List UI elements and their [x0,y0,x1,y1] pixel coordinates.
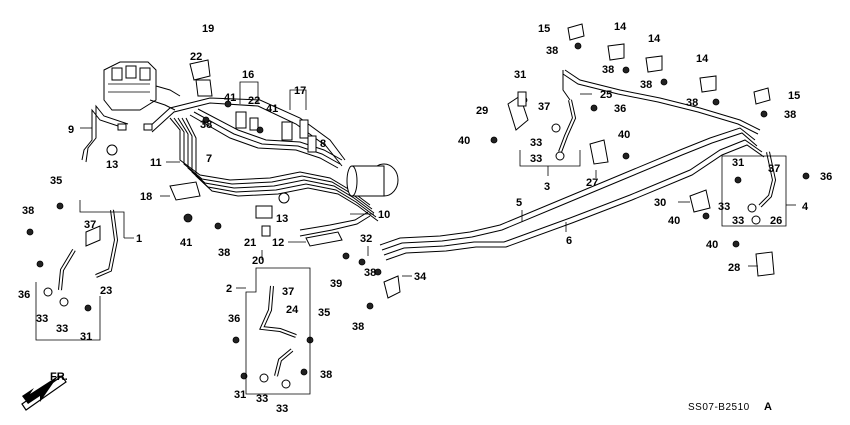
callout-22: 22 [248,95,260,107]
callout-40: 40 [706,239,718,251]
callout-31: 31 [80,331,92,343]
diagram-code-suffix: A [764,401,772,413]
callout-25: 25 [600,89,612,101]
callout-36: 36 [228,313,240,325]
callout-29: 29 [476,105,488,117]
callout-41: 41 [180,237,192,249]
callout-31: 31 [514,69,526,81]
callout-37: 37 [84,219,96,231]
callout-11: 11 [150,157,162,169]
callout-20: 20 [252,255,264,267]
callout-18: 18 [140,191,152,203]
callout-13: 13 [276,213,288,225]
master-cylinder [346,163,399,197]
callout-33: 33 [530,153,542,165]
callout-5: 5 [516,197,522,209]
front-direction-arrow: FR. [21,371,68,411]
callout-40: 40 [618,129,630,141]
callout-38: 38 [352,321,364,333]
callout-38: 38 [218,247,230,259]
callout-33: 33 [530,137,542,149]
callout-8: 8 [320,138,326,150]
callout-14: 14 [696,53,709,65]
callout-33: 33 [732,215,744,227]
callout-10: 10 [378,209,390,221]
diagram-code-text: SS07-B2510 [688,402,750,413]
abs-modulator-unit [103,61,181,111]
rear-right-hose-assembly [689,151,810,277]
callout-19: 19 [202,23,214,35]
callout-16: 16 [242,69,254,81]
callout-31: 31 [732,157,744,169]
callout-38: 38 [784,109,796,121]
callout-22: 22 [190,51,202,63]
pipe-9 [81,104,153,163]
callout-38: 38 [22,205,34,217]
diagram-code: SS07-B2510 A [688,401,772,413]
callout-36: 36 [18,289,30,301]
callout-38: 38 [200,119,212,131]
callout-4: 4 [802,201,809,213]
callout-14: 14 [614,21,627,33]
callout-38: 38 [320,369,332,381]
callout-15: 15 [788,90,800,102]
pipe-bundle-front [147,97,379,237]
callout-9: 9 [68,124,74,136]
callout-37: 37 [768,163,780,175]
pipe-rear-long [379,69,765,261]
front-right-hose-assembly [232,285,314,389]
callout-28: 28 [728,262,740,274]
callout-1: 1 [136,233,142,245]
callout-38: 38 [686,97,698,109]
callout-23: 23 [100,285,112,297]
clamps-and-fasteners [106,23,771,310]
callout-38: 38 [602,64,614,76]
callout-12: 12 [272,237,284,249]
callout-27: 27 [586,177,598,189]
callout-33: 33 [256,393,268,405]
callout-34: 34 [414,271,427,283]
rear-left-hose-assembly [490,95,630,165]
callout-14: 14 [648,33,661,45]
callout-26: 26 [770,215,782,227]
callout-39: 39 [330,278,342,290]
callout-33: 33 [56,323,68,335]
callout-31: 31 [234,389,246,401]
callout-35: 35 [318,307,330,319]
callout-36: 36 [820,171,832,183]
callout-33: 33 [718,201,730,213]
callout-3: 3 [544,181,550,193]
leader-lines [35,81,796,395]
callout-numbers: 19 22 41 38 16 22 41 17 9 13 7 8 11 18 4… [18,21,832,415]
callout-24: 24 [286,304,299,316]
callout-41: 41 [224,92,236,104]
callout-41: 41 [266,103,278,115]
callout-21: 21 [244,237,256,249]
callout-33: 33 [36,313,48,325]
callout-2: 2 [226,283,232,295]
callout-36: 36 [614,103,626,115]
callout-37: 37 [282,286,294,298]
callout-38: 38 [546,45,558,57]
callout-37: 37 [538,101,550,113]
callout-40: 40 [458,135,470,147]
callout-17: 17 [294,85,306,97]
callout-7: 7 [206,153,212,165]
callout-6: 6 [566,235,572,247]
callout-38: 38 [364,267,376,279]
front-left-hose-assembly [26,202,119,312]
callout-40: 40 [668,215,680,227]
callout-32: 32 [360,233,372,245]
direction-label: FR. [50,371,68,383]
callout-30: 30 [654,197,666,209]
callout-15: 15 [538,23,550,35]
callout-35: 35 [50,175,62,187]
callout-13: 13 [106,159,118,171]
callout-33: 33 [276,403,288,415]
callout-38: 38 [640,79,652,91]
